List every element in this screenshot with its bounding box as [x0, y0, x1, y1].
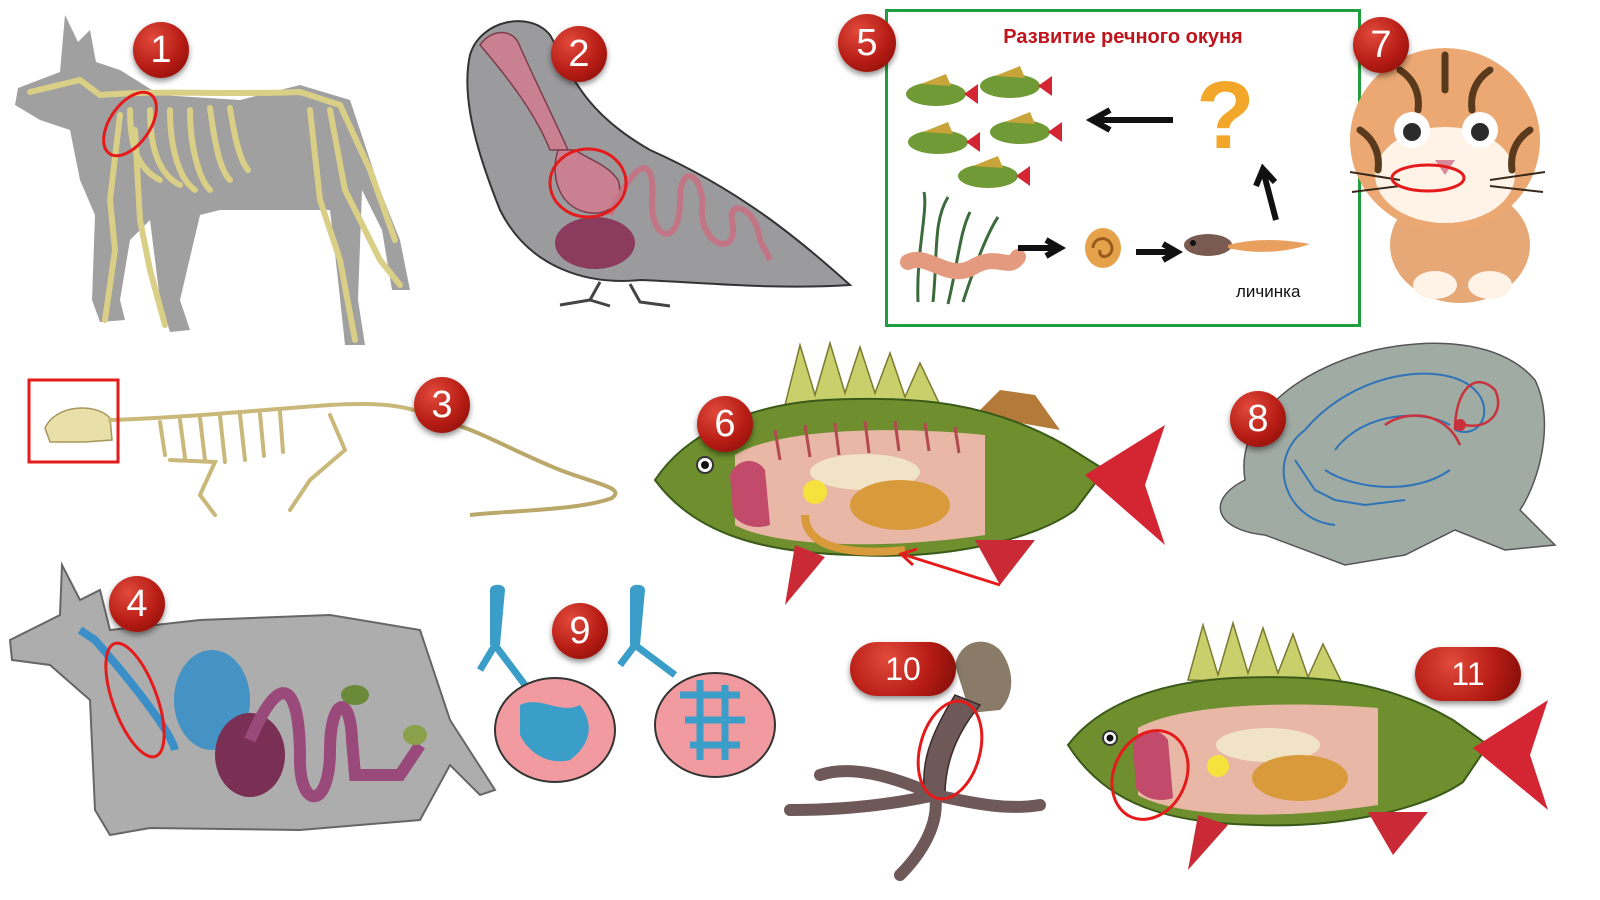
development-cycle-drawing: ?	[900, 62, 1310, 305]
eggs-on-weed	[900, 191, 1026, 305]
dog-silhouette	[8, 561, 497, 837]
lizard-skull	[44, 407, 113, 443]
embryo-stage	[1085, 228, 1121, 268]
tiger-figure	[1349, 48, 1546, 303]
perch-ventral-fin	[785, 545, 825, 605]
perch-intestine-loop	[801, 514, 906, 556]
badge-9: 9	[552, 603, 608, 659]
perch-anatomy-figure	[653, 340, 1165, 605]
dog-bladder	[403, 725, 427, 745]
pigeon-liver	[555, 217, 635, 269]
perch2-dorsal-fin	[1187, 620, 1345, 686]
arrow-larva-to-unknown	[1253, 163, 1279, 221]
perch-gills	[730, 460, 770, 527]
foot-toes	[784, 765, 1046, 881]
badge-3: 3	[414, 377, 470, 433]
bird-foot-figure	[784, 641, 1046, 881]
badge-4: 4	[109, 576, 165, 632]
perch2-gills	[1133, 730, 1173, 800]
perch-anal-fin	[975, 540, 1035, 585]
pigeon-digestive-figure	[466, 20, 853, 308]
wolf-bones	[27, 76, 403, 343]
lung-simple	[476, 584, 616, 783]
badge-7: 7	[1353, 17, 1409, 73]
pigeon-esophagus	[479, 31, 570, 151]
dog-kidney	[341, 685, 369, 705]
badge-10: 10	[850, 642, 956, 696]
arrow-to-adults	[1085, 107, 1173, 133]
perch2-swim-bladder	[1216, 728, 1320, 762]
frog-silhouette	[1219, 342, 1557, 566]
lungs-comparison-figure	[476, 584, 776, 783]
wolf-skeleton-figure	[15, 15, 410, 345]
arrow-embryo-to-larva	[1136, 241, 1184, 263]
lizard-bones	[44, 407, 113, 443]
unknown-stage-mark: ?	[1196, 62, 1255, 169]
perch2-tail-fin	[1473, 700, 1548, 810]
perch-dorsal-fin	[784, 340, 942, 406]
perch-tail-fin	[1085, 425, 1165, 545]
tiger-stripes	[1356, 51, 1534, 174]
pigeon-intestine	[607, 165, 773, 262]
foot-leg	[923, 694, 982, 796]
perch2-liver	[1252, 755, 1348, 801]
feather-tuft	[955, 641, 1012, 713]
dog-digestive-figure	[8, 561, 497, 837]
development-title: Развитие речного окуня	[1003, 26, 1243, 48]
foot-highlight-ring	[916, 699, 984, 801]
frog-heart	[1454, 419, 1466, 431]
question-mark-stage: ?	[1196, 62, 1255, 169]
perch-muscle-bands	[773, 420, 961, 461]
dog-stomach	[215, 713, 285, 797]
pigeon-highlight-ring	[548, 147, 628, 219]
perch-gallbladder	[803, 480, 827, 504]
badge-2: 2	[551, 26, 607, 82]
perch-dorsal-fin-rear	[975, 390, 1060, 430]
frog-circulatory-figure	[1219, 342, 1557, 566]
perch-pointer-arrow	[898, 547, 1001, 587]
dog-highlight-ring	[104, 641, 166, 759]
badge-8: 8	[1230, 391, 1286, 447]
perch-development-panel: Развитие речного окуня ? личинка	[885, 9, 1361, 327]
dog-intestines	[244, 687, 425, 803]
pigeon-feet	[559, 281, 671, 308]
badge-11: 11	[1415, 647, 1521, 701]
frog-arteries	[1384, 381, 1500, 446]
larva-stage	[1184, 234, 1310, 256]
perch2-highlight-ring	[1110, 729, 1190, 821]
badge-6: 6	[697, 396, 753, 452]
perch2-ventral-fin	[1188, 815, 1228, 870]
tiger-highlight-ring	[1390, 163, 1466, 193]
wolf-silhouette	[15, 15, 410, 345]
lizard-highlight-box	[27, 378, 120, 464]
perch2-gallbladder	[1207, 755, 1229, 777]
badge-1: 1	[133, 22, 189, 78]
badge-5: 5	[838, 14, 896, 72]
adult-perch-group	[906, 66, 1062, 188]
wolf-highlight-ring	[102, 90, 158, 158]
perch-liver	[850, 480, 950, 530]
perch2-anal-fin	[1368, 812, 1428, 855]
lizard-tail	[439, 418, 618, 517]
lizard-skeleton-figure	[27, 378, 618, 517]
arrow-eggs-to-embryo	[1018, 237, 1067, 259]
lung-complex	[617, 584, 776, 778]
perch-gills-figure	[1066, 620, 1548, 870]
larva-label: личинка	[1236, 282, 1301, 301]
dog-esophagus	[77, 626, 179, 752]
